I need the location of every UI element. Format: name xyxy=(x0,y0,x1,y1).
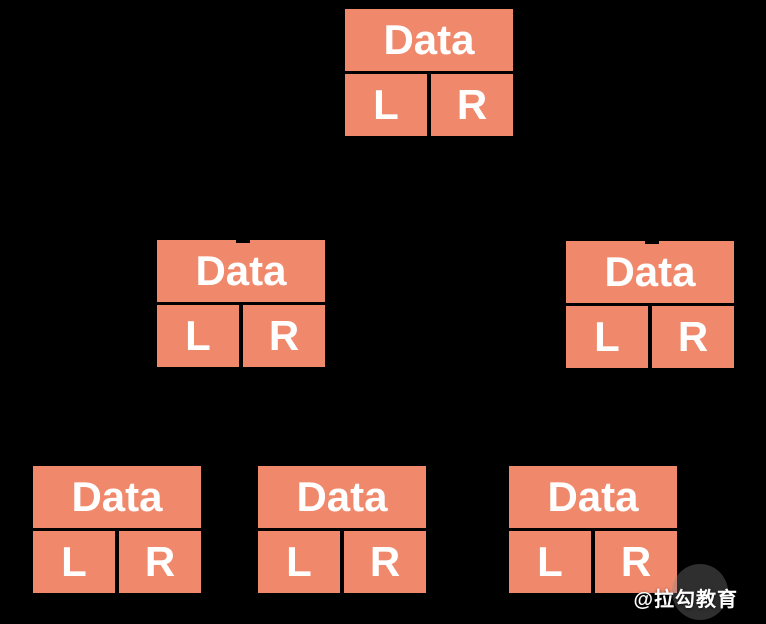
node-right-pointer-cell: R xyxy=(652,306,734,368)
node-left-pointer-cell: L xyxy=(345,74,427,136)
node-right-pointer-cell: R xyxy=(243,305,325,367)
node-data-cell: Data xyxy=(258,466,426,528)
tree-node-level3-right: Data L R xyxy=(509,466,677,593)
node-data-cell: Data xyxy=(345,9,513,71)
node-left-pointer-cell: L xyxy=(157,305,239,367)
tree-node-level2-right: Data L R xyxy=(566,241,734,368)
node-pointer-row: L R xyxy=(509,531,677,593)
watermark-text: @拉勾教育 xyxy=(633,589,738,611)
node-left-pointer-cell: L xyxy=(258,531,340,593)
node-data-cell: Data xyxy=(566,241,734,303)
watermark-logo-circle xyxy=(672,564,728,620)
tree-node-level2-left: Data L R xyxy=(157,240,325,367)
node-right-pointer-cell: R xyxy=(344,531,426,593)
tree-node-root: Data L R xyxy=(345,9,513,136)
node-data-cell: Data xyxy=(157,240,325,302)
node-left-pointer-cell: L xyxy=(566,306,648,368)
node-pointer-row: L R xyxy=(33,531,201,593)
node-pointer-row: L R xyxy=(258,531,426,593)
node-left-pointer-cell: L xyxy=(33,531,115,593)
connector-end-mark xyxy=(236,240,250,243)
node-data-cell: Data xyxy=(33,466,201,528)
node-left-pointer-cell: L xyxy=(509,531,591,593)
node-right-pointer-cell: R xyxy=(431,74,513,136)
node-pointer-row: L R xyxy=(157,305,325,367)
node-data-cell: Data xyxy=(509,466,677,528)
connector-end-mark xyxy=(645,241,659,244)
node-right-pointer-cell: R xyxy=(119,531,201,593)
tree-node-level3-left: Data L R xyxy=(33,466,201,593)
tree-node-level3-middle: Data L R xyxy=(258,466,426,593)
node-right-pointer-cell: R xyxy=(595,531,677,593)
node-pointer-row: L R xyxy=(345,74,513,136)
node-pointer-row: L R xyxy=(566,306,734,368)
